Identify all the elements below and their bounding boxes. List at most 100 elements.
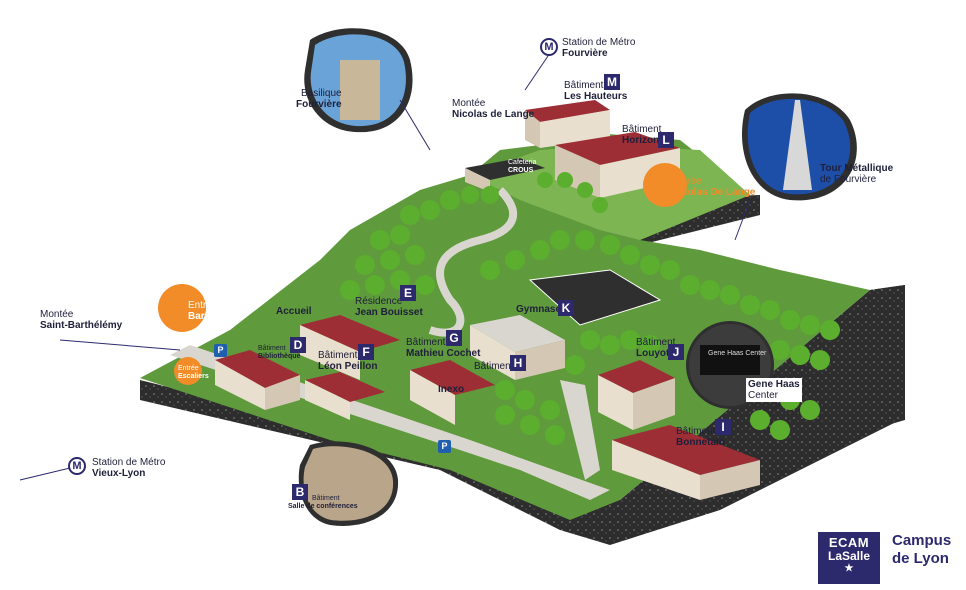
cafeteria-label: Cafeteria CROUS xyxy=(508,159,536,175)
bat-h-badge: H xyxy=(510,355,526,371)
bibliotheque-badge: D xyxy=(290,337,306,353)
leon-badge: F xyxy=(358,344,374,360)
metro-fourviere-icon: M xyxy=(540,38,558,56)
tour-line1: Tour Métallique xyxy=(820,163,894,174)
cafeteria-line1: Cafeteria xyxy=(508,159,537,166)
basilique-label: Basilique Fourvière xyxy=(296,88,342,110)
louyot-line1: Bâtiment xyxy=(636,337,676,348)
tour-label: Tour Métallique de Fourvière xyxy=(820,163,893,185)
connector-metro-fourviere xyxy=(524,55,549,91)
accueil-label: Accueil xyxy=(276,306,312,317)
salle-conf-photo xyxy=(298,441,399,526)
mathieu-line1: Bâtiment xyxy=(406,337,446,348)
logo-star-icon: ★ xyxy=(844,563,854,574)
gymnase-label: Gymnase xyxy=(516,304,561,315)
bat-m-line2: Les Hauteurs xyxy=(564,91,628,102)
building-f xyxy=(300,315,400,380)
bat-l-line2: Horizon xyxy=(622,135,660,146)
bat-h-label: Bâtiment xyxy=(474,361,513,372)
montee-saint-line2: Saint-Barthélémy xyxy=(40,320,123,331)
gymnase-badge: K xyxy=(558,300,574,316)
gene-haas-line1: Gene Haas xyxy=(748,379,800,390)
salle-conf-label: Bâtiment Salle de conférences xyxy=(288,495,358,511)
entree-nicolas-line1: Entrée xyxy=(672,176,702,187)
metro-vieux-label: Station de Métro Vieux-Lyon xyxy=(92,457,165,479)
entree-nicolas-circle xyxy=(643,163,687,207)
salle-conf-line1: Bâtiment xyxy=(312,495,340,502)
metro-fourviere-line2: Fourvière xyxy=(562,48,608,59)
montee-nicolas-line1: Montée xyxy=(452,98,486,109)
building-louyot xyxy=(598,360,675,430)
louyot-label: Bâtiment Louyot xyxy=(636,337,675,359)
entree-nicolas-line2: Nicolas De Lange xyxy=(672,187,756,198)
montee-nicolas-line2: Nicolas de Lange xyxy=(452,109,535,120)
bibliotheque-line1: Bâtiment xyxy=(258,345,286,352)
residence-badge: E xyxy=(400,285,416,301)
bat-m-label: Bâtiment Les Hauteurs xyxy=(564,80,627,102)
bibliotheque-label: Bâtiment Bibliothèque xyxy=(258,345,300,361)
logo-line2: LaSalle xyxy=(827,549,871,563)
mathieu-line2: Mathieu Cochet xyxy=(406,348,481,359)
leon-label: Bâtiment Léon Peillon xyxy=(318,350,377,372)
connector-montee-saint xyxy=(59,339,181,351)
entree-barthelemy-line2: Barthélémy xyxy=(188,311,243,322)
residence-line1: Résidence xyxy=(355,296,403,307)
parking-icon-2: P xyxy=(438,440,451,453)
bonnetain-line2: Bonnetain xyxy=(676,437,725,448)
montee-nicolas-label: Montée Nicolas de Lange xyxy=(452,98,534,120)
inexo-text: Inexo xyxy=(438,384,465,395)
entree-escaliers-label: Entrée Escaliers xyxy=(178,365,209,381)
residence-line2: Jean Bouisset xyxy=(355,307,423,318)
bat-m-badge: M xyxy=(604,74,620,90)
residence-label: Résidence Jean Bouisset xyxy=(355,296,423,318)
mathieu-label: Bâtiment Mathieu Cochet xyxy=(406,337,480,359)
bibliotheque-line2: Bibliothèque xyxy=(258,353,301,360)
campus-line2: de Lyon xyxy=(892,550,949,567)
basilique-photo xyxy=(304,28,413,133)
bat-l-label: Bâtiment Horizon xyxy=(622,124,661,146)
building-m xyxy=(525,100,610,148)
cafeteria-line2: CROUS xyxy=(508,167,534,174)
entree-barthelemy-label: Entrée Barthélémy xyxy=(188,300,242,322)
tour-line2: de Fourvière xyxy=(820,174,877,185)
gene-haas-sign-text: Gene Haas Center xyxy=(708,350,767,357)
entree-nicolas-label: Entrée Nicolas De Lange xyxy=(672,176,755,198)
leon-line2: Léon Peillon xyxy=(318,361,378,372)
gene-haas-line2: Center xyxy=(748,390,779,401)
bonnetain-badge: I xyxy=(715,419,731,435)
gene-haas-label: Gene Haas Center xyxy=(746,378,802,402)
bonnetain-line1: Bâtiment xyxy=(676,426,716,437)
winding-path xyxy=(428,187,518,337)
building-gymnase xyxy=(470,315,565,380)
gymnase-line1: Gymnase xyxy=(516,304,562,315)
logo-line1: ECAM xyxy=(828,535,870,550)
bonnetain-label: Bâtiment Bonnetain xyxy=(676,426,725,448)
building-leon xyxy=(305,372,385,420)
bat-l-line1: Bâtiment xyxy=(622,124,662,135)
metro-vieux-line2: Vieux-Lyon xyxy=(92,468,146,479)
side-road xyxy=(560,380,600,480)
ecam-logo: ECAM LaSalle ★ xyxy=(818,532,880,584)
gene-haas-sign: Gene Haas Center xyxy=(708,350,766,358)
bat-m-line1: Bâtiment xyxy=(564,80,604,91)
tour-photo xyxy=(742,93,857,201)
basilique-line1: Basilique xyxy=(300,88,342,99)
leon-line1: Bâtiment xyxy=(318,350,358,361)
building-cafeteria xyxy=(465,158,545,192)
metro-fourviere-line1: Station de Métro xyxy=(562,37,636,48)
entree-barthelemy-line1: Entrée xyxy=(188,300,218,311)
bat-l-badge: L xyxy=(658,132,674,148)
mathieu-badge: G xyxy=(446,330,462,346)
campus-title: Campus de Lyon xyxy=(892,532,951,568)
building-d xyxy=(215,350,300,410)
accueil-text: Accueil xyxy=(276,306,312,317)
entree-barthelemy-circle xyxy=(158,284,206,332)
bat-h-line1: Bâtiment xyxy=(474,361,514,372)
cliff-right xyxy=(870,285,905,430)
montee-saint-label: Montée Saint-Barthélémy xyxy=(40,309,122,331)
inexo-label: Inexo xyxy=(438,384,464,395)
salle-conf-badge: B xyxy=(292,484,308,500)
entree-escaliers-circle xyxy=(174,357,202,385)
